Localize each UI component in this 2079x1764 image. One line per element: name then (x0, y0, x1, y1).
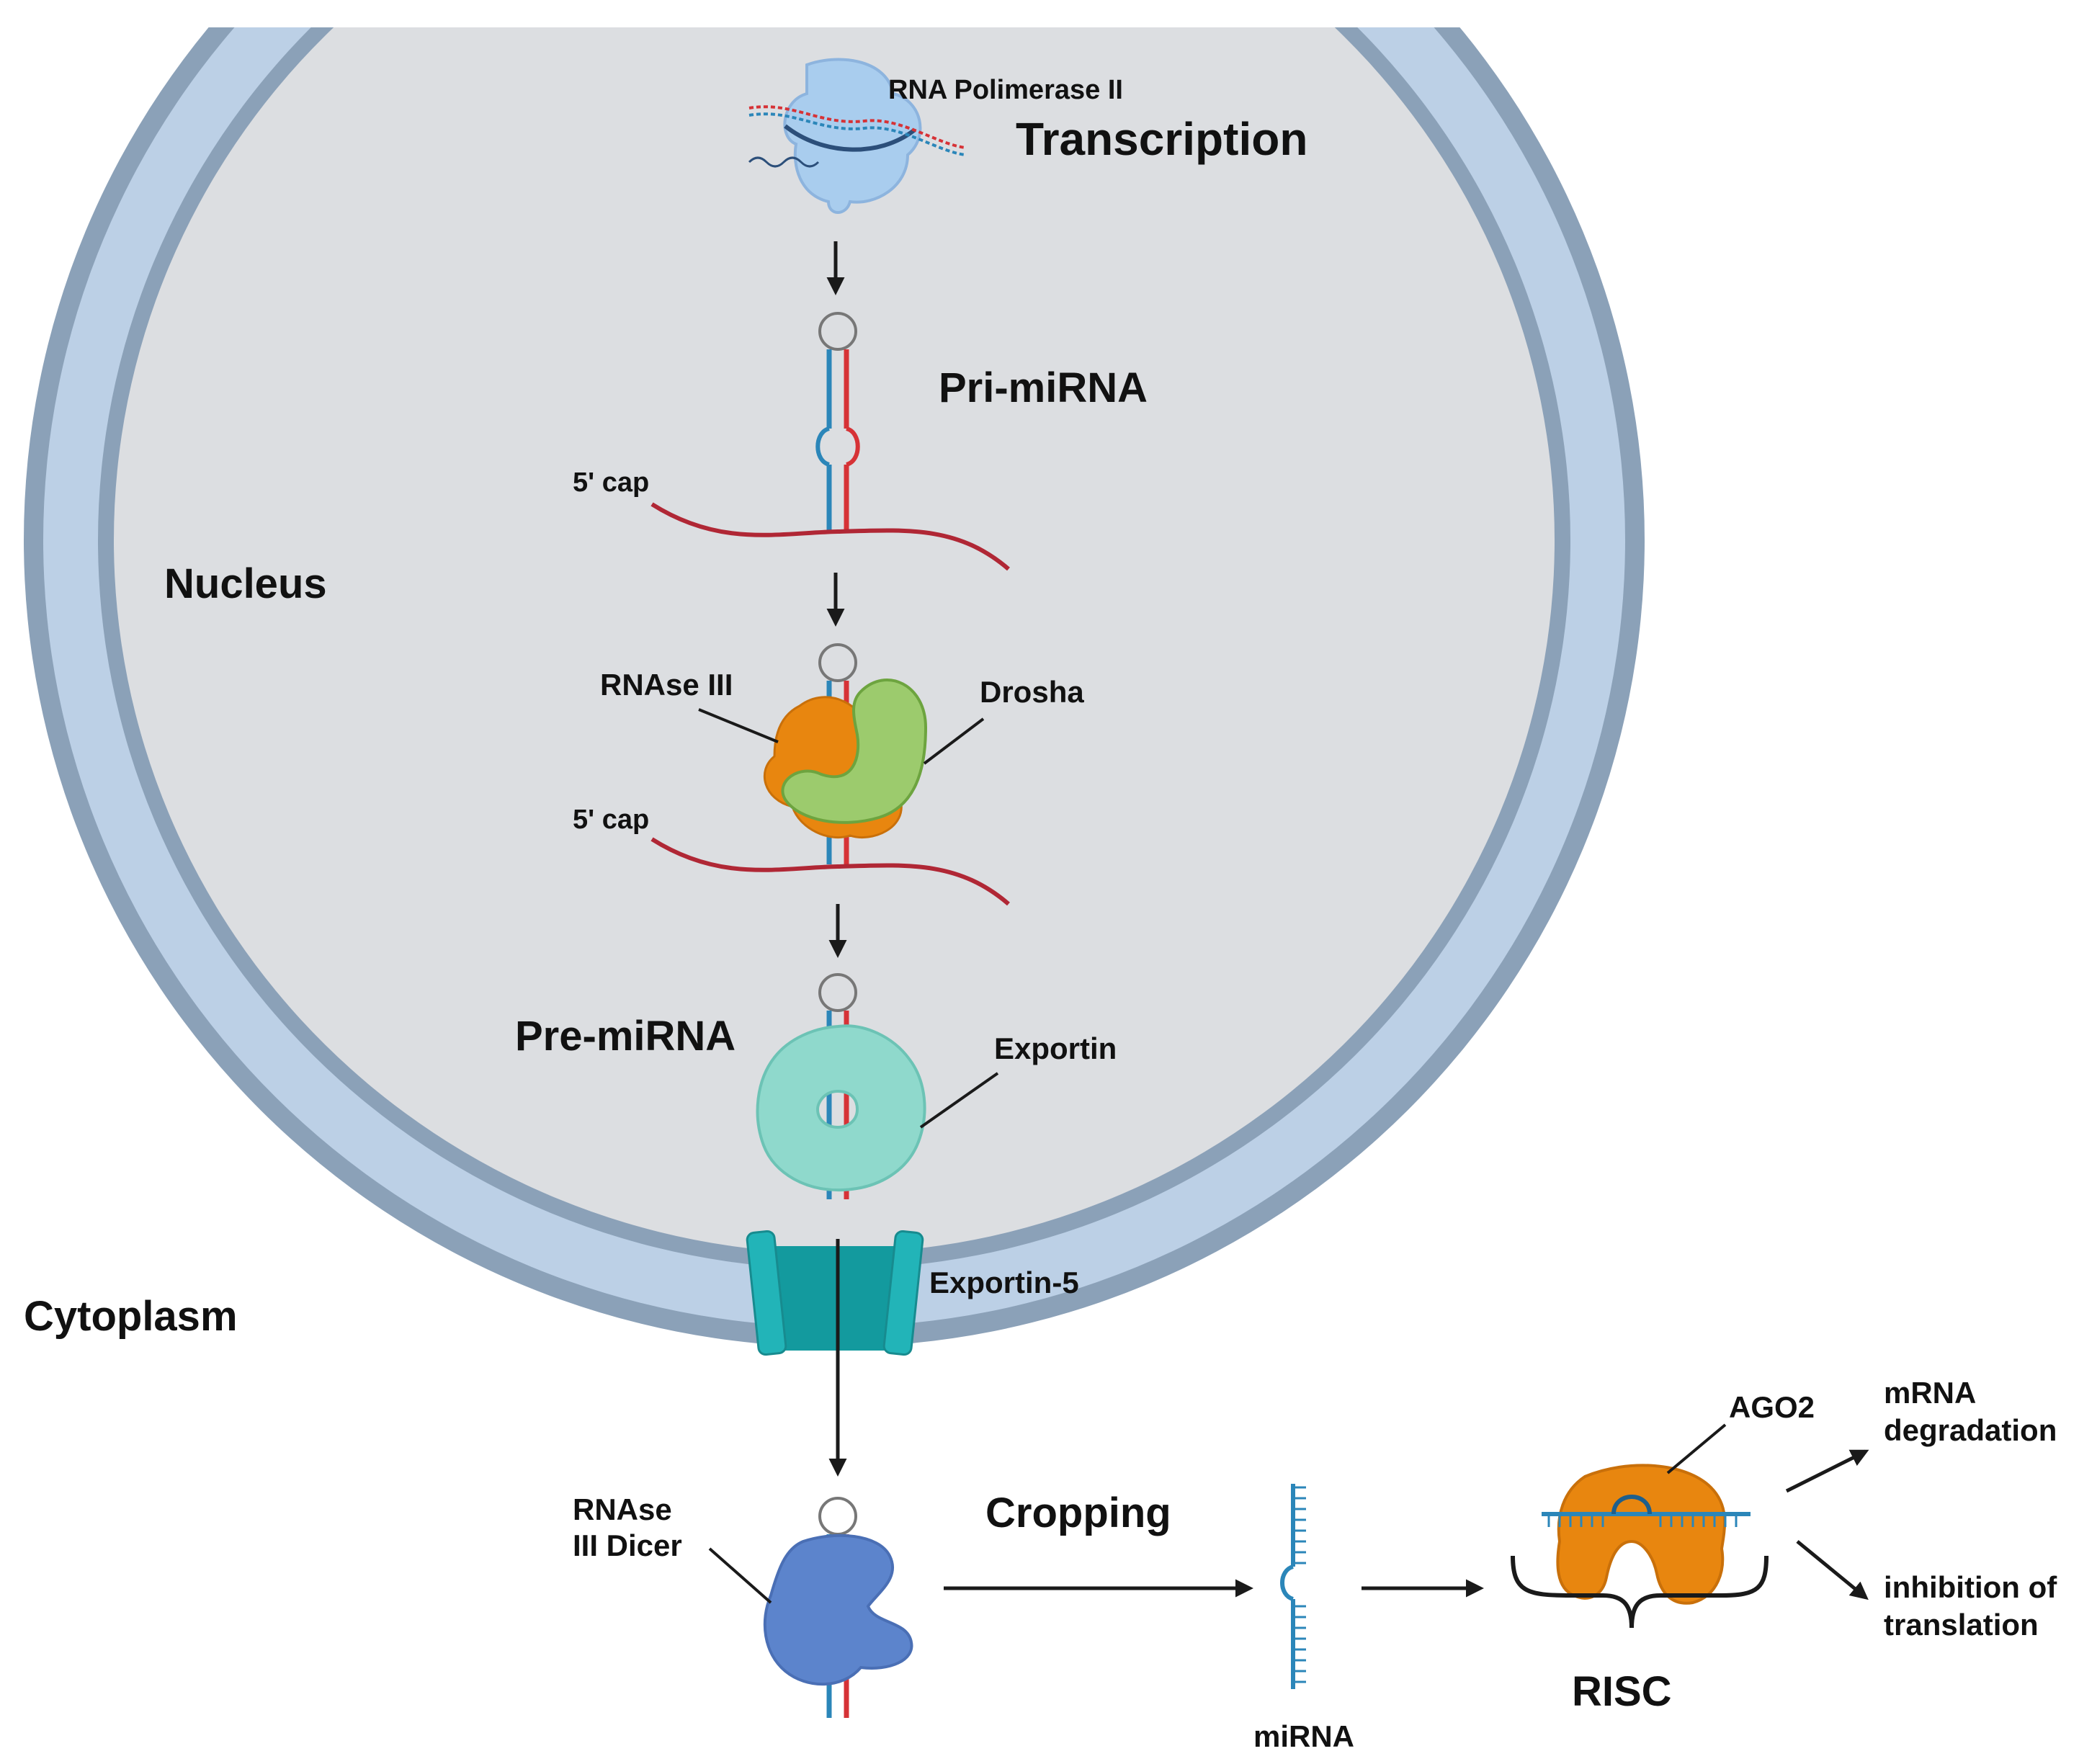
ago2-icon (1556, 1464, 1727, 1605)
pre-mirna-label: Pre-miRNA (515, 1013, 736, 1060)
exportin-icon (756, 1024, 926, 1192)
arrow-to-degradation (1785, 1449, 1869, 1493)
pri-mirna-label: Pri-miRNA (939, 364, 1148, 411)
five-prime-cap-label-2: 5' cap (573, 805, 649, 835)
inhibition-line1: inhibition of (1884, 1570, 2057, 1604)
transcription-label: Transcription (1016, 113, 1307, 165)
inhibition-line2: translation (1884, 1608, 2039, 1642)
mrna-degradation-line1: mRNA (1884, 1376, 1976, 1410)
nuclear-envelope (24, 27, 1645, 1347)
arrow-to-inhibition (1796, 1540, 1869, 1600)
pre-mirna-exportin-complex (756, 973, 926, 1199)
ago2-label: AGO2 (1729, 1390, 1815, 1424)
cytoplasm-label: Cytoplasm (24, 1293, 238, 1340)
pri-mirna-strand (650, 502, 1010, 571)
cropping-label: Cropping (985, 1490, 1171, 1536)
five-prime-cap-label-1: 5' cap (573, 467, 649, 498)
mirna-label: miRNA (1253, 1719, 1354, 1753)
exportin5-pore (746, 1230, 924, 1356)
dicer-label-line2: III Dicer (573, 1528, 682, 1562)
drosha-label: Drosha (980, 675, 1084, 709)
exportin-leader (919, 1072, 999, 1129)
rna-polymerase-icon (748, 58, 966, 214)
risc-brace (1511, 1555, 1769, 1629)
drosha-strand (650, 837, 1010, 906)
exportin5-label: Exportin-5 (929, 1266, 1079, 1299)
dicer-label-line1: RNAse (573, 1492, 672, 1526)
risc-label: RISC (1572, 1668, 1672, 1715)
mirna-icon (1280, 1484, 1306, 1689)
nucleoplasm (114, 27, 1555, 1253)
ago2-leader (1666, 1423, 1727, 1474)
nucleus-label: Nucleus (164, 560, 327, 607)
dicer-complex (763, 1497, 913, 1718)
drosha-icon (781, 679, 928, 824)
dicer-icon (763, 1534, 913, 1686)
pri-mirna-hairpin (815, 312, 860, 533)
rna-polymerase-label: RNA Polimerase II (888, 75, 1123, 105)
rnase-iii-leader (698, 708, 779, 743)
mrna-degradation-line2: degradation (1884, 1413, 2057, 1447)
exportin-label: Exportin (994, 1031, 1117, 1065)
drosha-leader (923, 717, 985, 765)
risc-complex (1542, 1464, 1751, 1605)
rnase-iii-label: RNAse III (600, 668, 733, 702)
drosha-complex (763, 643, 928, 864)
dicer-leader (708, 1547, 772, 1604)
